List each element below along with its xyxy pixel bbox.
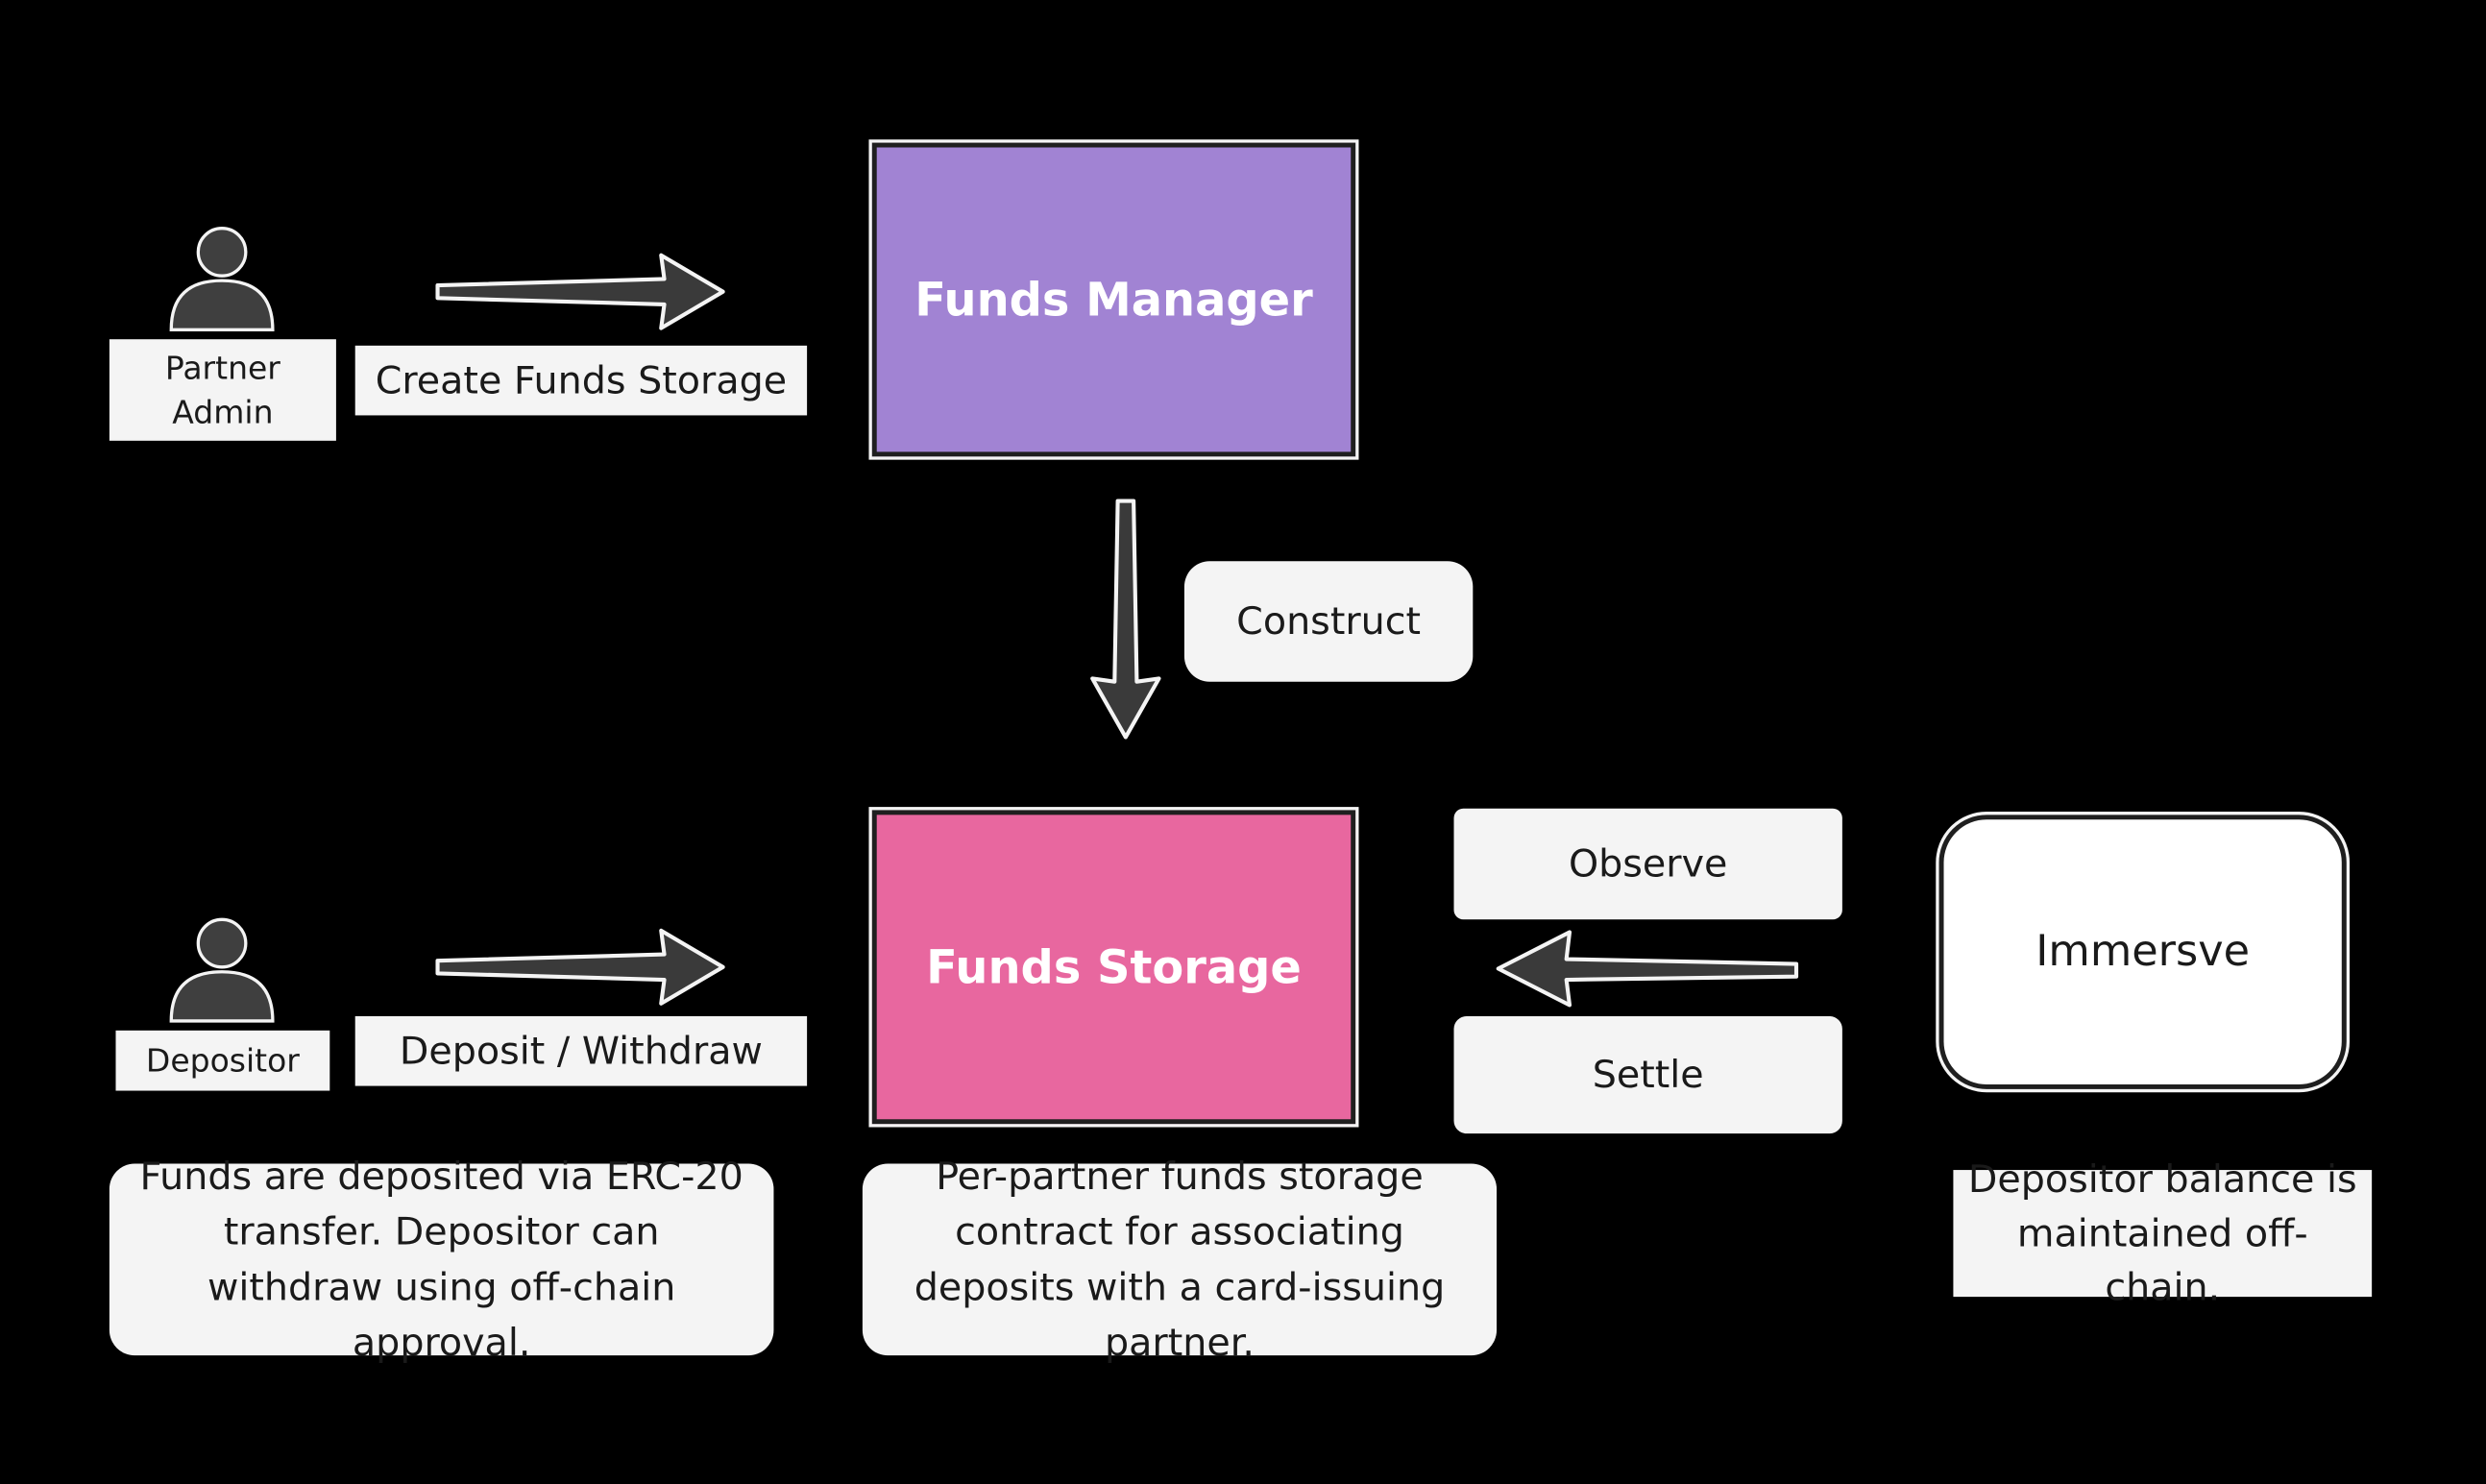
funds-storage-node[interactable]: Funds Storage xyxy=(868,807,1359,1128)
immersve-node[interactable]: Immersve xyxy=(1936,812,2351,1093)
storage-note: Per-partner funds storage contract for a… xyxy=(862,1154,1498,1364)
partner-admin-person-icon xyxy=(169,227,275,331)
immersve-note: Depositor balance is maintained off-chai… xyxy=(1953,1157,2373,1309)
construct-arrow xyxy=(1090,499,1161,740)
observe-settle-arrow xyxy=(1496,930,1799,1008)
deposit-withdraw-label: Deposit / Withdraw xyxy=(354,1015,808,1086)
construct-label: Construct xyxy=(1183,561,1474,682)
create-funds-storage-label: Create Funds Storage xyxy=(354,345,808,416)
deposit-withdraw-arrow xyxy=(435,928,725,1006)
depositor-label: Depositor xyxy=(115,1030,330,1091)
depositor-note: Funds are deposited via ERC-20 transfer.… xyxy=(109,1154,774,1364)
funds-manager-node[interactable]: Funds Manager xyxy=(868,139,1359,460)
observe-label: Observe xyxy=(1453,808,1842,920)
depositor-person-icon xyxy=(169,917,275,1023)
create-storage-arrow xyxy=(435,253,725,330)
partner-admin-label: Partner Admin xyxy=(109,339,336,441)
settle-label: Settle xyxy=(1453,1015,1842,1134)
